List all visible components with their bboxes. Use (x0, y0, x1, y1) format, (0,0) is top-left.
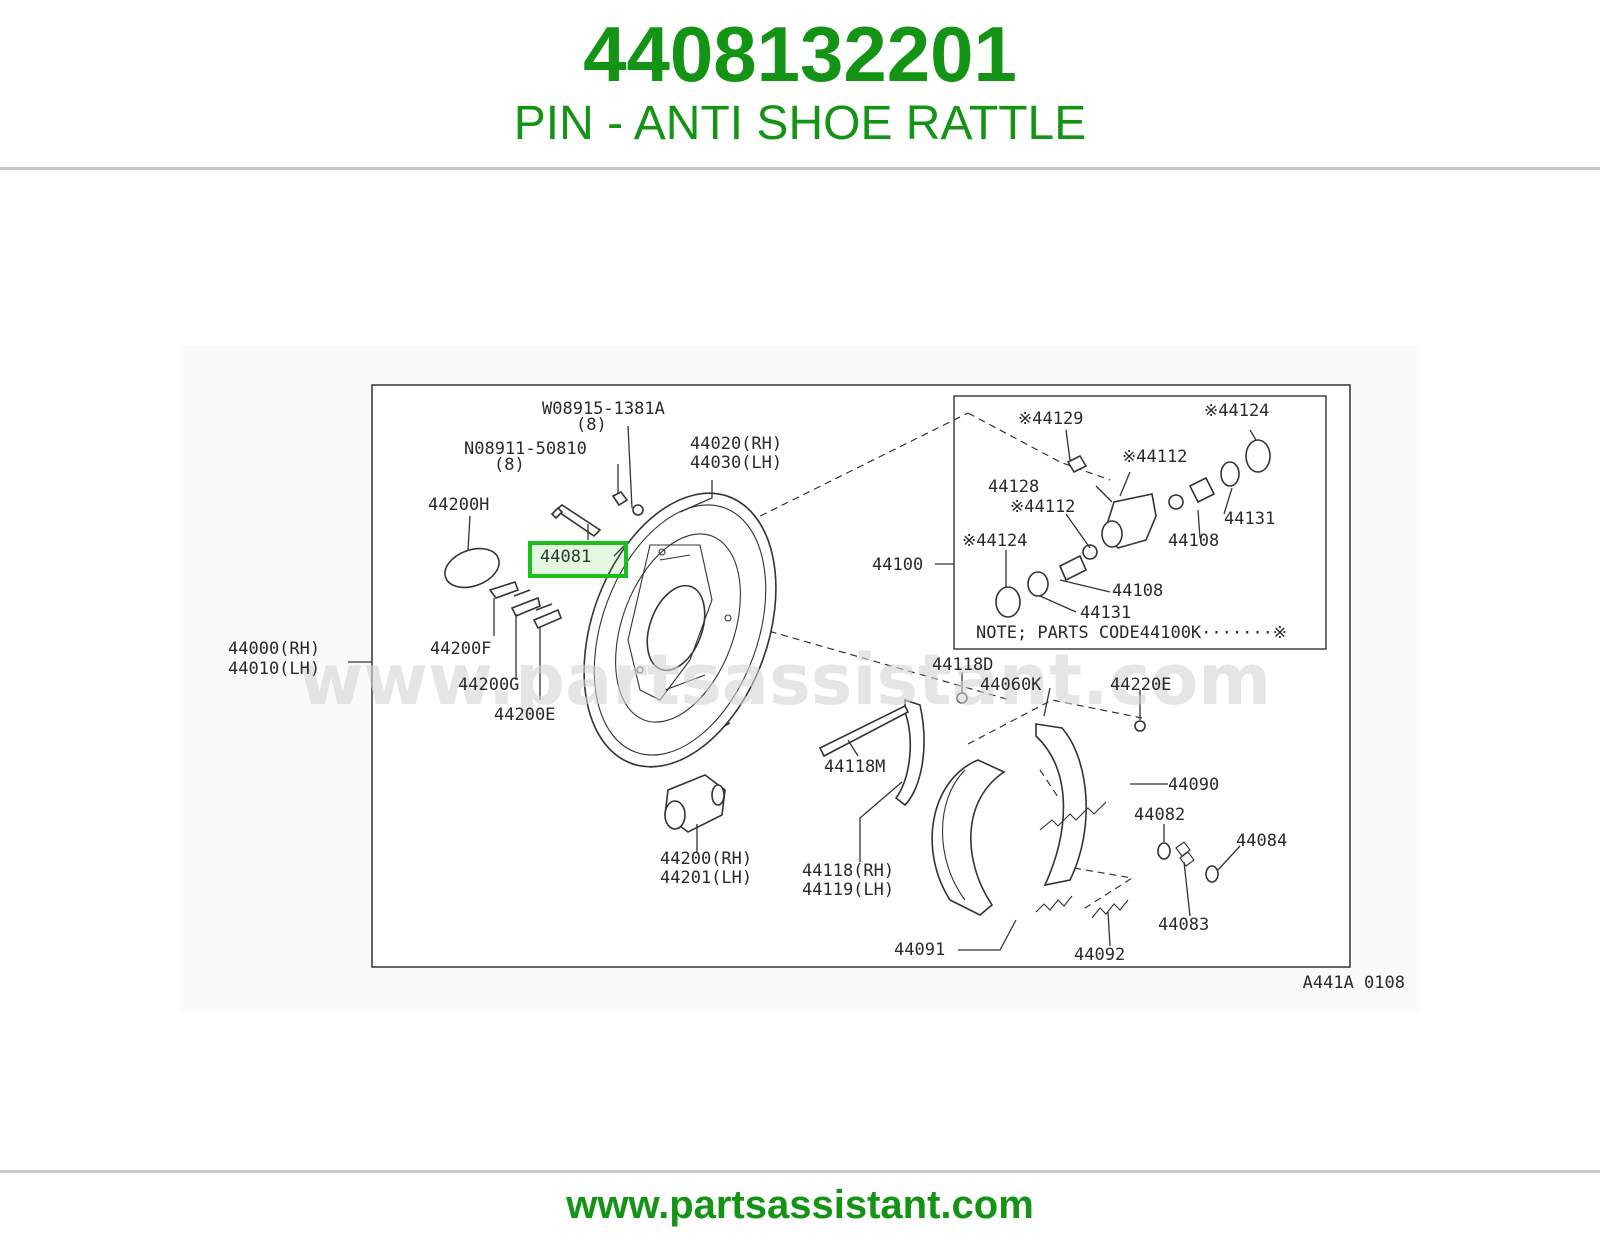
spring-44090-drawing (1039, 801, 1107, 831)
label-44124-left: ※44124 (962, 531, 1027, 551)
label-44060k: 44060K (980, 675, 1042, 695)
label-44112-top: ※44112 (1122, 447, 1187, 467)
label-44128: 44128 (988, 477, 1039, 497)
clip-set-drawing (488, 581, 563, 630)
leader-lines (348, 425, 1257, 951)
part-number-title: 4408132201 (583, 10, 1017, 98)
label-44090: 44090 (1168, 775, 1219, 795)
label-plate-rh: 44020(RH) (690, 434, 782, 454)
label-44129: ※44129 (1018, 409, 1083, 429)
label-44200g: 44200G (458, 675, 519, 695)
label-44083: 44083 (1158, 915, 1209, 935)
header-divider (0, 167, 1600, 170)
label-44108-top: 44108 (1168, 531, 1219, 551)
washer-44082-drawing (1157, 842, 1171, 860)
watermark-text: www.partsassistant.com (299, 639, 1271, 721)
guide-line (757, 627, 1011, 701)
label-44108-bottom: 44108 (1112, 581, 1163, 601)
spring-44091-drawing (1035, 895, 1073, 913)
label-n-nut-qty: (8) (494, 455, 525, 475)
label-w-bolt-qty: (8) (576, 415, 607, 435)
strut-drawing (818, 704, 910, 758)
label-44082: 44082 (1134, 805, 1185, 825)
shoe-rear-drawing (1035, 723, 1087, 887)
brake-shoe-drawing (931, 759, 1006, 916)
page-header: 4408132201 PIN - ANTI SHOE RATTLE (0, 0, 1600, 168)
label-44091: 44091 (894, 940, 945, 960)
label-44200f: 44200F (430, 639, 491, 659)
parking-lever-drawing (894, 698, 925, 807)
washer-44220e-drawing (1134, 720, 1146, 732)
footer-divider (0, 1170, 1600, 1173)
label-44124-top: ※44124 (1204, 401, 1269, 421)
label-44084: 44084 (1236, 831, 1287, 851)
label-plate-lh: 44030(LH) (690, 453, 782, 473)
inset-note: NOTE; PARTS CODE44100K·······※ (976, 623, 1287, 643)
label-44118d: 44118D (932, 655, 993, 675)
guide-line (1073, 867, 1134, 911)
part-description: PIN - ANTI SHOE RATTLE (513, 97, 1087, 150)
backing-plate-drawing (583, 492, 777, 768)
label-44131-bottom: 44131 (1080, 603, 1131, 623)
label-cyl-rh: 44200(RH) (660, 849, 752, 869)
label-lever-rh: 44118(RH) (802, 861, 894, 881)
guide-line (967, 699, 1143, 745)
label-n-nut: N08911-50810 (464, 439, 587, 459)
label-44220e: 44220E (1110, 675, 1171, 695)
label-44092: 44092 (1074, 945, 1125, 965)
label-lever-lh: 44119(LH) (802, 880, 894, 900)
guide-line (1039, 769, 1061, 801)
label-44200h: 44200H (428, 495, 489, 515)
wheel-cylinder-drawing (664, 774, 726, 833)
figure-code: A441A 0108 (1303, 973, 1405, 993)
part-labels: W08915-1381A (8) N08911-50810 (8) 44020(… (228, 399, 1287, 965)
inset-parts-drawing (995, 439, 1271, 618)
anti-rattle-pin-drawing (550, 504, 602, 538)
highlighted-part-box[interactable] (528, 541, 628, 578)
nut-washer-drawing (611, 490, 644, 516)
cup-44084-drawing (1205, 865, 1219, 883)
guide-line (727, 412, 969, 533)
label-assy-rh: 44000(RH) (228, 639, 320, 659)
label-cyl-lh: 44201(LH) (660, 868, 752, 888)
label-w-bolt: W08915-1381A (542, 399, 665, 419)
label-assy-lh: 44010(LH) (228, 659, 320, 679)
label-44081: 44081 (540, 547, 591, 567)
spring-44092-drawing (1091, 899, 1129, 919)
label-44200e: 44200E (494, 705, 555, 725)
label-44118m: 44118M (824, 757, 885, 777)
label-44100: 44100 (872, 555, 923, 575)
label-44131-top: 44131 (1224, 509, 1275, 529)
ring-44200h-drawing (444, 547, 500, 589)
label-44112-mid: ※44112 (1010, 497, 1075, 517)
footer-website-link[interactable]: www.partsassistant.com (566, 1183, 1034, 1227)
